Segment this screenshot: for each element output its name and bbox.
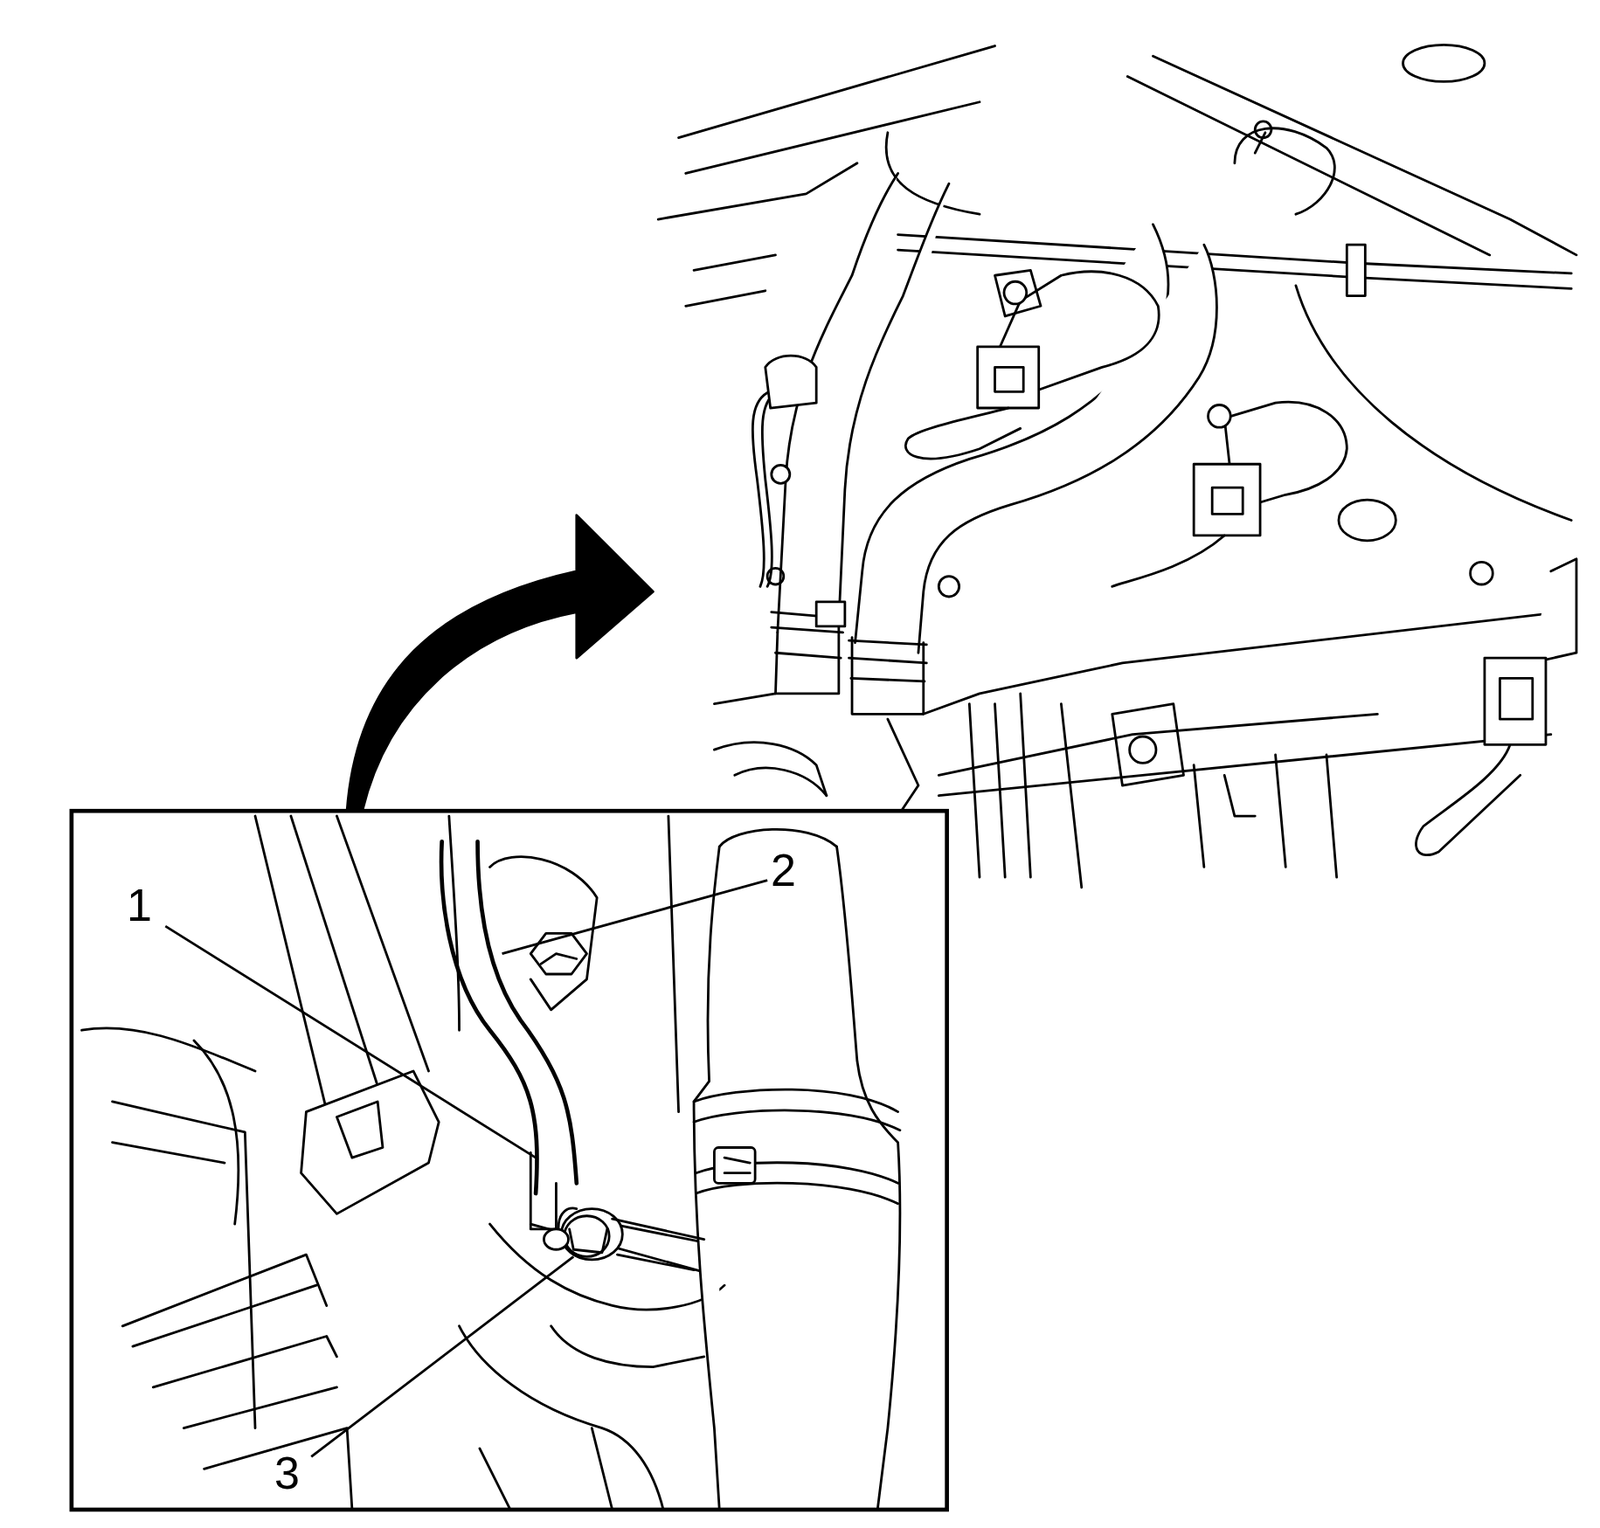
callout-number: 1 [124, 882, 154, 929]
callout-number: 2 [768, 847, 798, 894]
callout-number: 3 [272, 1450, 302, 1497]
leader-lines [165, 880, 768, 1458]
